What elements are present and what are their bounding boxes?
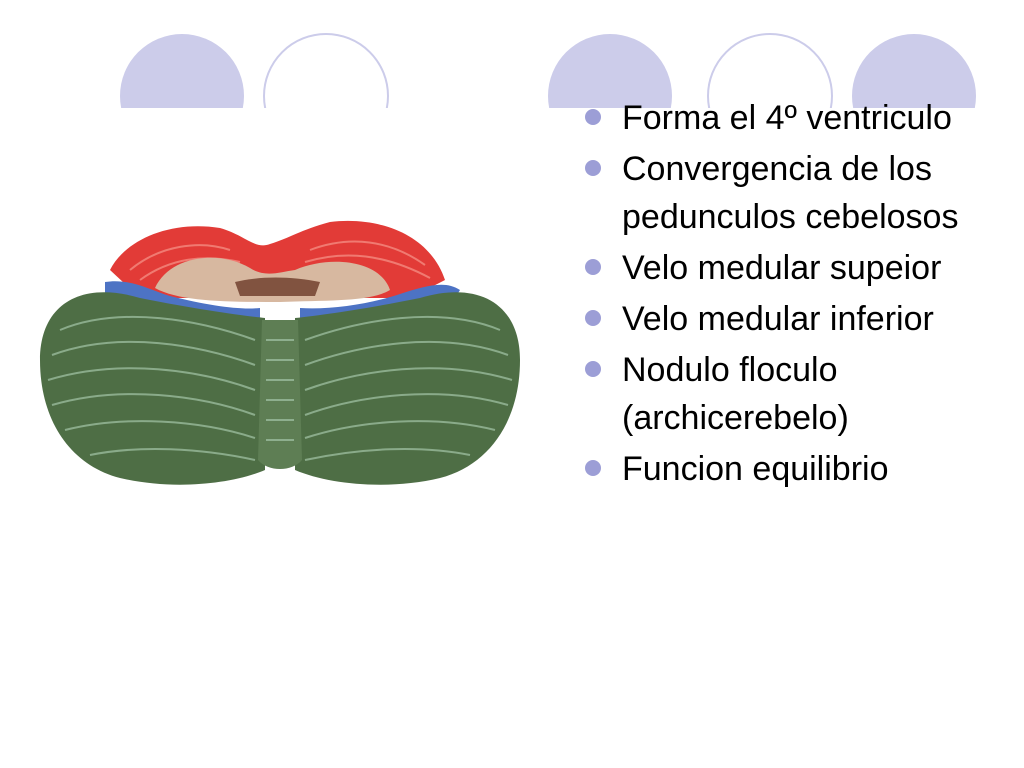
bullet-list: Forma el 4º ventriculo Convergencia de l… — [582, 94, 1012, 496]
cerebellum-anatomy-illustration — [40, 220, 520, 485]
bullet-item: Forma el 4º ventriculo — [582, 94, 1012, 142]
bullet-circle-icon — [585, 460, 601, 476]
deco-circle-outline-1 — [263, 33, 389, 108]
deco-circle-filled-2 — [548, 34, 672, 108]
bullet-circle-icon — [585, 160, 601, 176]
deco-circle-outline-2 — [707, 33, 833, 108]
bullet-text: Velo medular supeior — [622, 249, 942, 287]
bullet-item: Convergencia de los pedunculos cebelosos — [582, 145, 1012, 241]
right-hemisphere — [295, 292, 520, 485]
bullet-circle-icon — [585, 109, 601, 125]
bullet-item: Funcion equilibrio — [582, 445, 1012, 493]
bullet-text: Velo medular inferior — [622, 300, 934, 338]
bullet-circle-icon — [585, 310, 601, 326]
deco-circle-filled-3 — [852, 34, 976, 108]
bullet-item: Velo medular supeior — [582, 244, 1012, 292]
bullet-text: Convergencia de los pedunculos cebelosos — [622, 150, 959, 236]
bullet-item: Nodulo floculo (archicerebelo) — [582, 346, 1012, 442]
bullet-text: Nodulo floculo (archicerebelo) — [622, 351, 849, 437]
bullet-item: Velo medular inferior — [582, 295, 1012, 343]
vermis — [258, 320, 302, 469]
decorative-circles — [120, 33, 976, 108]
deco-circle-filled-1 — [120, 34, 244, 108]
bullet-text: Funcion equilibrio — [622, 450, 889, 488]
left-hemisphere — [40, 292, 265, 485]
bullet-text: Forma el 4º ventriculo — [622, 99, 952, 137]
bullet-circle-icon — [585, 259, 601, 275]
bullet-circle-icon — [585, 361, 601, 377]
